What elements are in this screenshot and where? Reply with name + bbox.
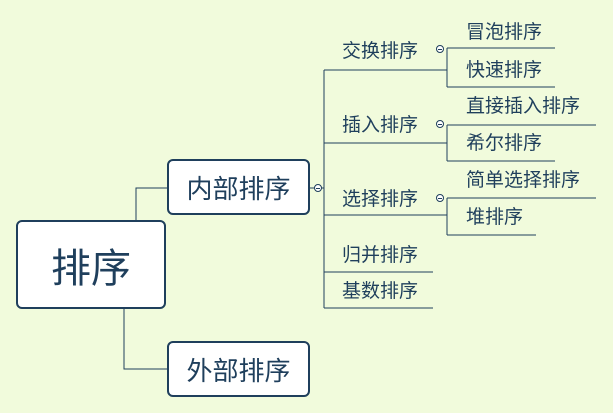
shell-sort-node[interactable]: 希尔排序 <box>466 132 543 154</box>
internal-collapse-toggle[interactable] <box>314 184 322 192</box>
root-node-label: 排序 <box>51 245 131 292</box>
connector-insert-group <box>433 125 448 161</box>
direct-insertion-sort-node[interactable]: 直接插入排序 <box>466 95 581 117</box>
radix-sort-node[interactable]: 基数排序 <box>342 280 419 302</box>
bubble-sort-node[interactable]: 冒泡排序 <box>466 21 543 43</box>
quick-sort-node[interactable]: 快速排序 <box>466 59 543 81</box>
internal-sort-node[interactable]: 内部排序 <box>167 159 310 215</box>
external-sort-label: 外部排序 <box>186 356 291 387</box>
insert-sort-node[interactable]: 插入排序 <box>342 114 419 136</box>
exchange-sort-node[interactable]: 交换排序 <box>342 40 419 62</box>
connector-exchange-group <box>433 48 448 87</box>
merge-sort-node[interactable]: 归并排序 <box>342 244 419 266</box>
select-collapse-toggle[interactable] <box>436 194 444 202</box>
exchange-collapse-toggle[interactable] <box>436 45 444 53</box>
connector-select-group <box>433 198 448 235</box>
connector-root-external <box>123 309 167 370</box>
insert-collapse-toggle[interactable] <box>436 120 444 128</box>
select-sort-node[interactable]: 选择排序 <box>342 188 419 210</box>
root-node[interactable]: 排序 <box>16 220 166 309</box>
simple-selection-sort-node[interactable]: 简单选择排序 <box>466 169 581 191</box>
external-sort-node[interactable]: 外部排序 <box>167 341 310 397</box>
connector-root-internal <box>135 187 167 220</box>
heap-sort-node[interactable]: 堆排序 <box>466 206 524 228</box>
internal-sort-label: 内部排序 <box>186 174 291 205</box>
